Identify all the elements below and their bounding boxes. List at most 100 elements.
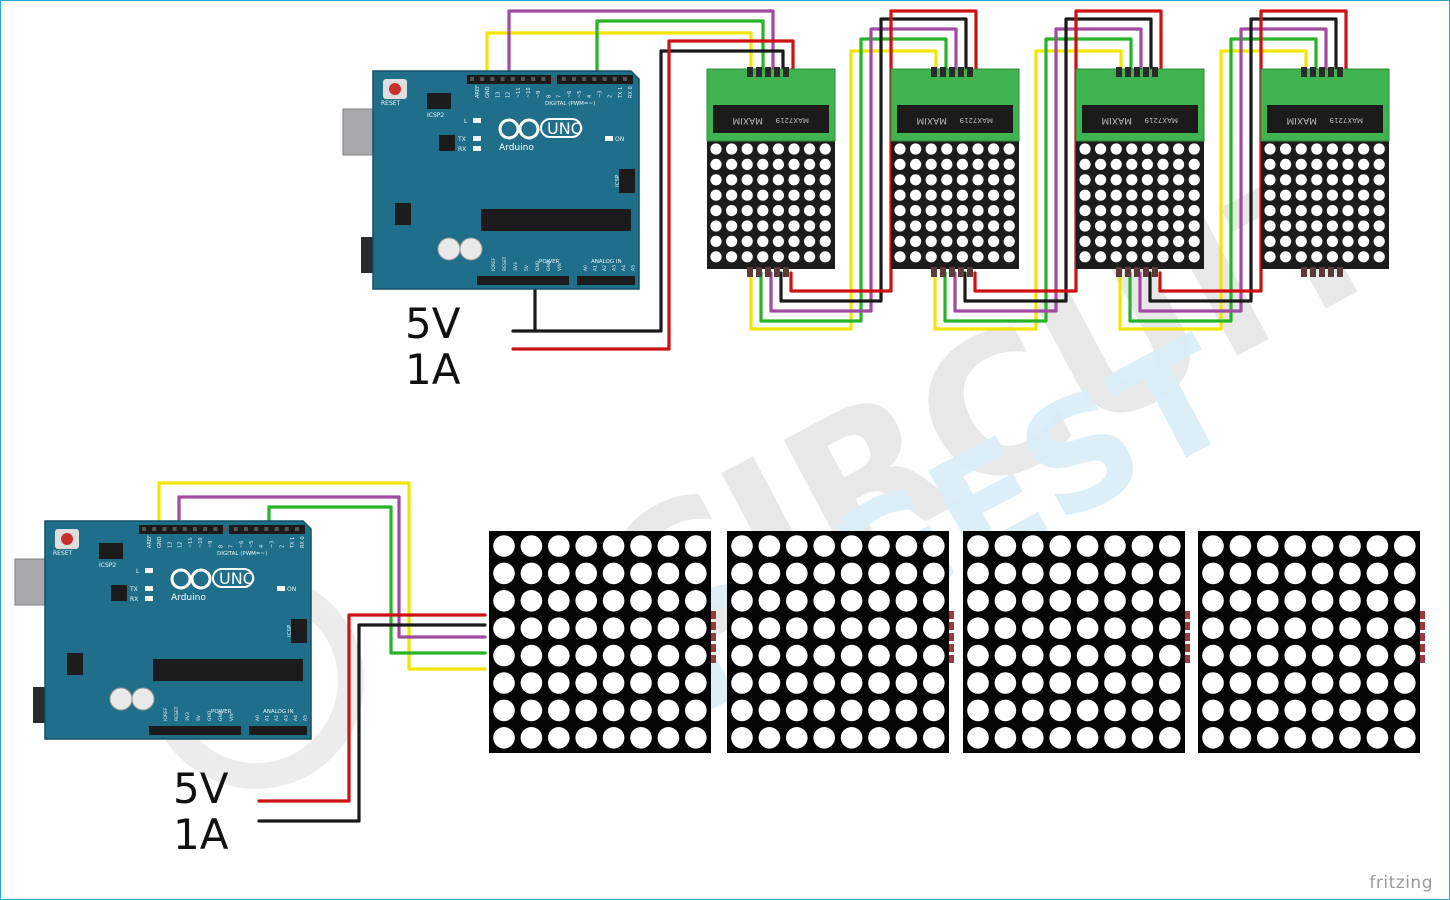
panel-dot <box>813 617 835 639</box>
panel-dot <box>1076 644 1099 667</box>
chip-part-label: MAX7219 <box>776 116 809 124</box>
panel-dot <box>1257 562 1279 585</box>
panel-dot <box>840 727 863 749</box>
panel-dot <box>493 699 515 722</box>
panel-dot <box>1049 590 1071 612</box>
panel-frame <box>963 531 1185 753</box>
digital-pin <box>203 527 208 531</box>
matrix-dot <box>804 143 816 155</box>
panel-connector-pin <box>1185 655 1190 663</box>
matrix-dot <box>819 174 831 186</box>
led-on <box>277 586 285 591</box>
matrix-dot <box>726 205 738 217</box>
module-output-pin <box>1328 267 1334 277</box>
matrix-dot <box>1141 174 1153 186</box>
panel-dot <box>1049 535 1071 557</box>
matrix-dot <box>956 189 968 201</box>
matrix-dot <box>1280 143 1292 155</box>
matrix-dot <box>988 189 1000 201</box>
panel-dot <box>1394 590 1416 612</box>
matrix-dot <box>1003 158 1015 170</box>
panel-dot <box>1104 535 1126 557</box>
power-pin-label: 5V <box>524 264 530 271</box>
panel-dot <box>731 727 753 749</box>
panel-dot <box>895 672 918 694</box>
panel-dot <box>1076 562 1099 585</box>
matrix-dot <box>972 143 984 155</box>
panel-dot <box>493 590 515 612</box>
panel-connector-pin <box>1185 633 1190 641</box>
led-l-label: L <box>464 118 468 125</box>
matrix-dot <box>1095 189 1107 201</box>
panel-dot <box>758 644 781 667</box>
matrix-dot <box>819 235 831 247</box>
module-input-pin <box>1116 67 1122 77</box>
panel-dot <box>967 535 989 557</box>
module-output-pin <box>1143 267 1149 277</box>
module-output-pin <box>1310 267 1316 277</box>
panel-dot <box>1076 535 1099 557</box>
matrix-dot <box>1373 220 1385 232</box>
matrix-dot <box>1280 174 1292 186</box>
analog-pin-label: A4 <box>621 265 627 271</box>
digital-header-left <box>139 525 223 534</box>
panel-frame <box>1198 531 1420 753</box>
panel-dot <box>1159 727 1181 749</box>
wire-chain-purple-0 <box>769 27 958 313</box>
panel-dot <box>1076 617 1099 639</box>
panel-dot <box>630 562 652 585</box>
matrix-dot <box>1173 189 1185 201</box>
analog-pin-label: A1 <box>265 715 271 721</box>
power-header <box>477 276 569 285</box>
matrix-dot <box>925 220 937 232</box>
panel-dot <box>1076 672 1099 694</box>
panel-connector-pin <box>711 622 716 630</box>
panel-dot <box>868 617 890 639</box>
matrix-dot <box>1157 143 1169 155</box>
panel-dot <box>1202 699 1224 722</box>
matrix-dot <box>1358 143 1370 155</box>
power-pin-label: VIN <box>229 713 235 721</box>
panel-dot <box>1284 617 1306 639</box>
digital-pin-label: ~6 <box>239 541 245 548</box>
matrix-dot <box>1003 143 1015 155</box>
module-output-pin <box>747 267 753 277</box>
matrix-dot <box>941 143 953 155</box>
matrix-dot <box>1126 251 1138 263</box>
panel-dot <box>786 699 808 722</box>
panel-dot <box>1202 672 1224 694</box>
usb-chip <box>439 135 455 151</box>
matrix-dot <box>1079 174 1091 186</box>
digital-pin-label: TX 1 <box>618 87 624 99</box>
matrix-dot <box>894 251 906 263</box>
matrix-dot <box>1295 189 1307 201</box>
panel-connector-pin <box>711 611 716 619</box>
panel-dot <box>1202 727 1224 749</box>
panel-dot <box>548 562 570 585</box>
led-matrix-panel-2 <box>727 531 954 753</box>
panel-dot <box>1311 644 1334 667</box>
reset-label: RESET <box>381 100 401 107</box>
panel-dot <box>1394 699 1416 722</box>
reset-label: RESET <box>53 550 73 557</box>
panel-connector-pin <box>1420 644 1425 652</box>
panel-dot <box>1131 590 1154 612</box>
panel-dot <box>840 617 863 639</box>
reset-button-cap <box>61 533 73 545</box>
panel-dot <box>758 672 781 694</box>
panel-dot <box>923 617 945 639</box>
panel-dot <box>685 699 707 722</box>
matrix-dot <box>1173 158 1185 170</box>
digital-pin <box>582 77 587 81</box>
module-input-pin <box>949 67 955 77</box>
panel-dot <box>1022 590 1044 612</box>
logo-badge <box>212 568 254 588</box>
digital-pin-label: ~10 <box>198 537 204 548</box>
panel-dot <box>786 672 808 694</box>
digital-pin <box>612 77 617 81</box>
matrix-dot <box>910 174 922 186</box>
matrix-dot <box>1173 174 1185 186</box>
digital-pin-label: ~9 <box>536 91 542 98</box>
panel-dot <box>685 617 707 639</box>
